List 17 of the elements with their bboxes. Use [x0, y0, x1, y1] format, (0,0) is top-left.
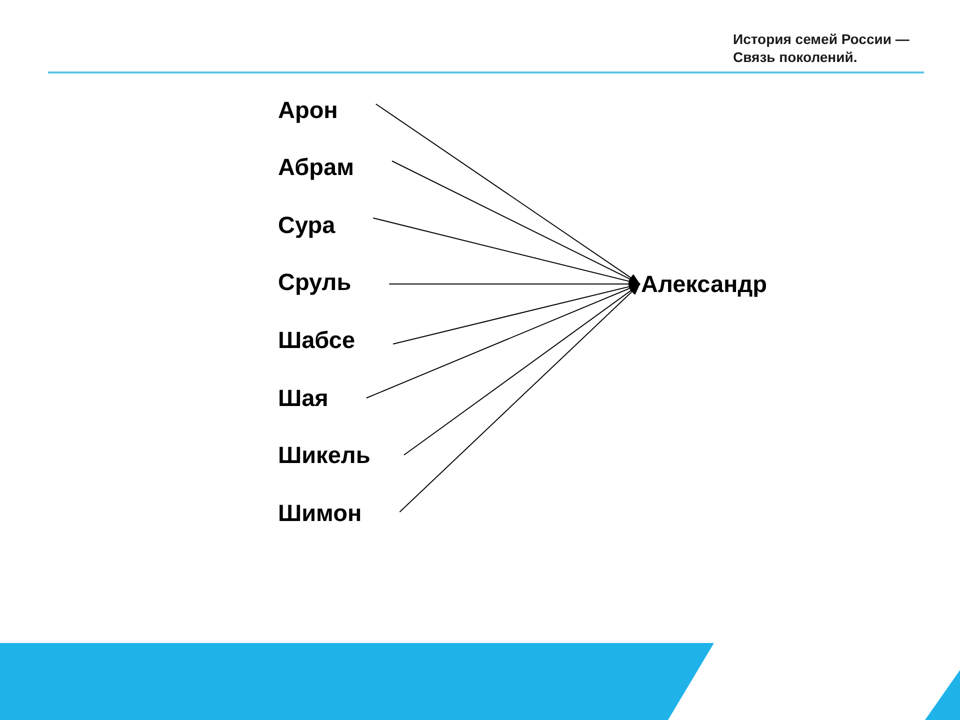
- name-label: Сруль: [278, 268, 352, 296]
- connector-arrow: [375, 104, 640, 284]
- name-label: Абрам: [278, 153, 354, 181]
- name-label: Шикель: [278, 441, 370, 469]
- name-label: Сура: [278, 211, 336, 239]
- connector-arrow: [404, 284, 640, 456]
- connector-arrow: [372, 218, 640, 286]
- connector-arrow: [366, 284, 640, 398]
- name-label: Шабсе: [278, 326, 356, 354]
- name-label: Александр: [641, 270, 768, 298]
- connector-arrow: [392, 160, 640, 284]
- name-label: Шимон: [278, 499, 362, 527]
- name-label: Арон: [278, 96, 338, 124]
- name-label: Шая: [278, 384, 328, 412]
- connector-arrow: [399, 284, 640, 512]
- header-title: История семей России — Связь поколений.: [733, 30, 910, 66]
- connector-arrow: [392, 282, 640, 344]
